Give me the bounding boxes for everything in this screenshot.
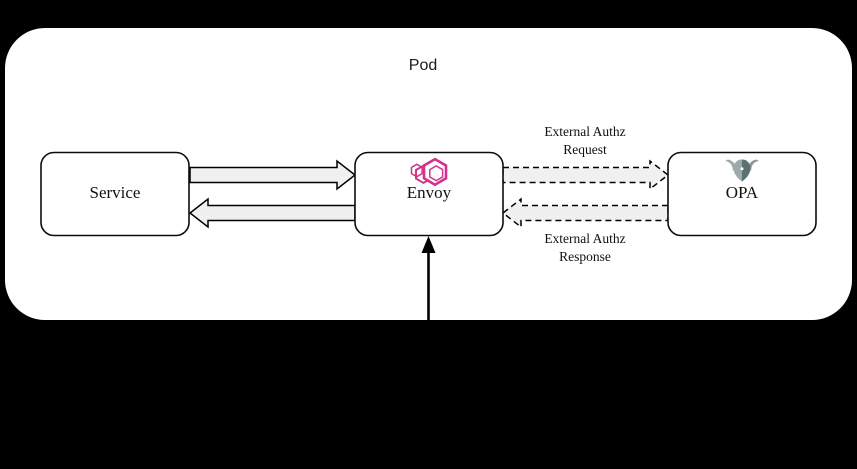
envoy-label: Envoy bbox=[407, 183, 452, 202]
envoy-box[interactable] bbox=[354, 151, 504, 237]
pod-title: Pod bbox=[409, 57, 437, 74]
envoy-hexagon-logo-icon bbox=[410, 157, 448, 187]
external-authz-request-line1: External Authz bbox=[544, 124, 625, 139]
node-service[interactable]: Service bbox=[40, 151, 190, 237]
service-label: Service bbox=[90, 183, 141, 202]
edge-envoy-to-opa bbox=[502, 159, 670, 191]
opa-box[interactable] bbox=[667, 151, 817, 237]
edge-label-external-authz-response: External Authz Response bbox=[544, 231, 625, 264]
edge-label-external-authz-request: External Authz Request bbox=[544, 124, 625, 157]
edge-service-to-envoy bbox=[189, 159, 357, 191]
opa-viking-helmet-logo-icon bbox=[725, 159, 759, 182]
node-opa[interactable]: OPA bbox=[667, 151, 817, 237]
external-authz-request-line2: Request bbox=[563, 142, 607, 157]
service-box[interactable] bbox=[40, 151, 190, 237]
external-authz-response-line1: External Authz bbox=[544, 231, 625, 246]
external-authz-response-line2: Response bbox=[559, 249, 611, 264]
edge-inbound-traffic-to-envoy bbox=[421, 236, 436, 330]
opa-label: OPA bbox=[726, 183, 759, 202]
edge-opa-to-envoy bbox=[501, 197, 669, 229]
node-envoy[interactable]: Envoy bbox=[354, 151, 504, 237]
edge-envoy-to-service bbox=[188, 197, 356, 229]
